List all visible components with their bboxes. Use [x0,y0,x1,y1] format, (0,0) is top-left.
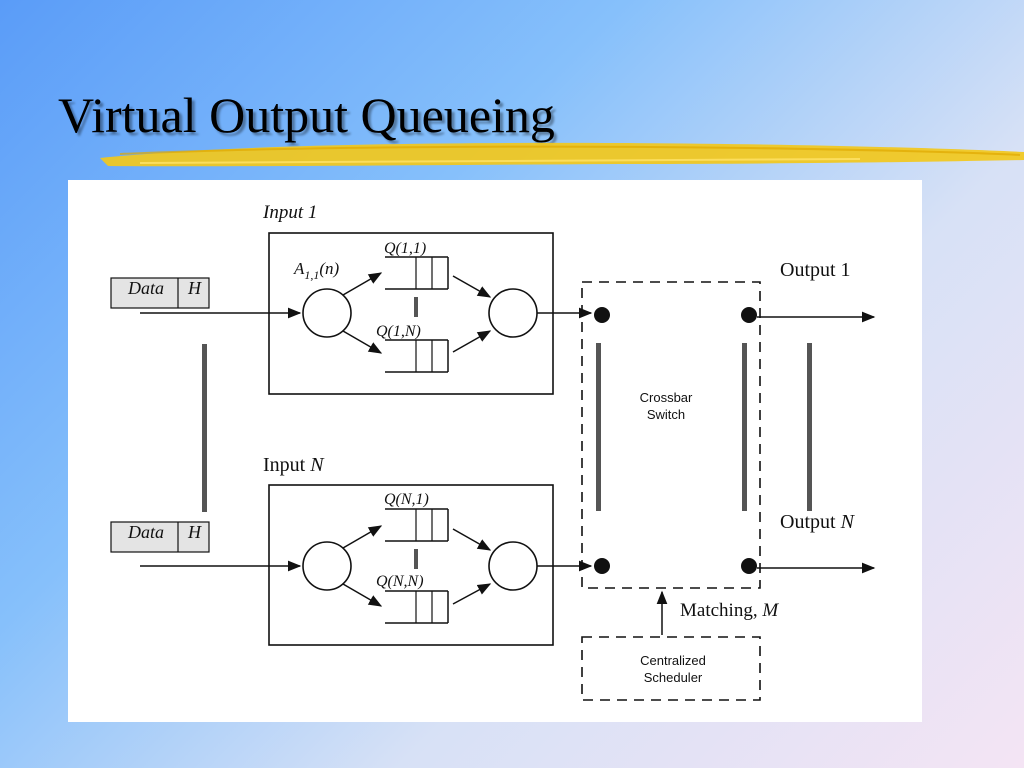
arrival-process-label: A1,1(n) [293,259,340,282]
input-n-label: Input N [263,454,325,476]
crossbar-port-in-n [594,558,610,574]
matching-label: Matching, M [680,600,779,621]
queue-1-1 [385,256,449,290]
packet-input-n: Data H [110,521,210,553]
queue-n-n-label: Q(N,N) [376,573,424,590]
slide-title: Virtual Output Queueing [58,87,555,143]
queue-1-n-label: Q(1,N) [376,323,421,340]
input-n-box [268,484,554,646]
title-underline-stroke [100,142,1024,167]
scheduler-label-line1: Centralized [640,653,706,668]
input-1-splitter [302,288,352,338]
input-1-merger [488,288,538,338]
input-n-merger [488,541,538,591]
outputs-ellipsis-bar [807,343,812,511]
crossbar-port-out-n [741,558,757,574]
scheduler-label-line2: Scheduler [644,670,703,685]
input-1-label: Input 1 [262,202,317,223]
packet-header-label: H [187,278,202,298]
packet-input-1: Data H [110,277,210,309]
output-1-label: Output 1 [780,259,851,281]
output-n-label: Output N [780,511,856,533]
queue-n-1-label: Q(N,1) [384,491,429,508]
input-n-splitter [302,541,352,591]
crossbar-label-line1: Crossbar [640,390,693,405]
svg-text:H: H [187,522,202,542]
inputs-ellipsis-bar [202,344,207,512]
crossbar-label-line2: Switch [647,407,685,422]
packet-data-label: Data [127,278,164,298]
crossbar-switch-box [581,281,761,589]
queue-n-n [385,590,449,624]
queue-1-n [385,339,449,373]
voq-diagram: Input 1 Data H A1,1(n) Q(1,1) Q(1,N) I [68,180,922,722]
queue-1-1-label: Q(1,1) [384,240,426,257]
svg-text:Data: Data [127,522,164,542]
centralized-scheduler-box [581,636,761,701]
crossbar-port-out-1 [741,307,757,323]
queue-n-1 [385,508,449,542]
crossbar-port-in-1 [594,307,610,323]
